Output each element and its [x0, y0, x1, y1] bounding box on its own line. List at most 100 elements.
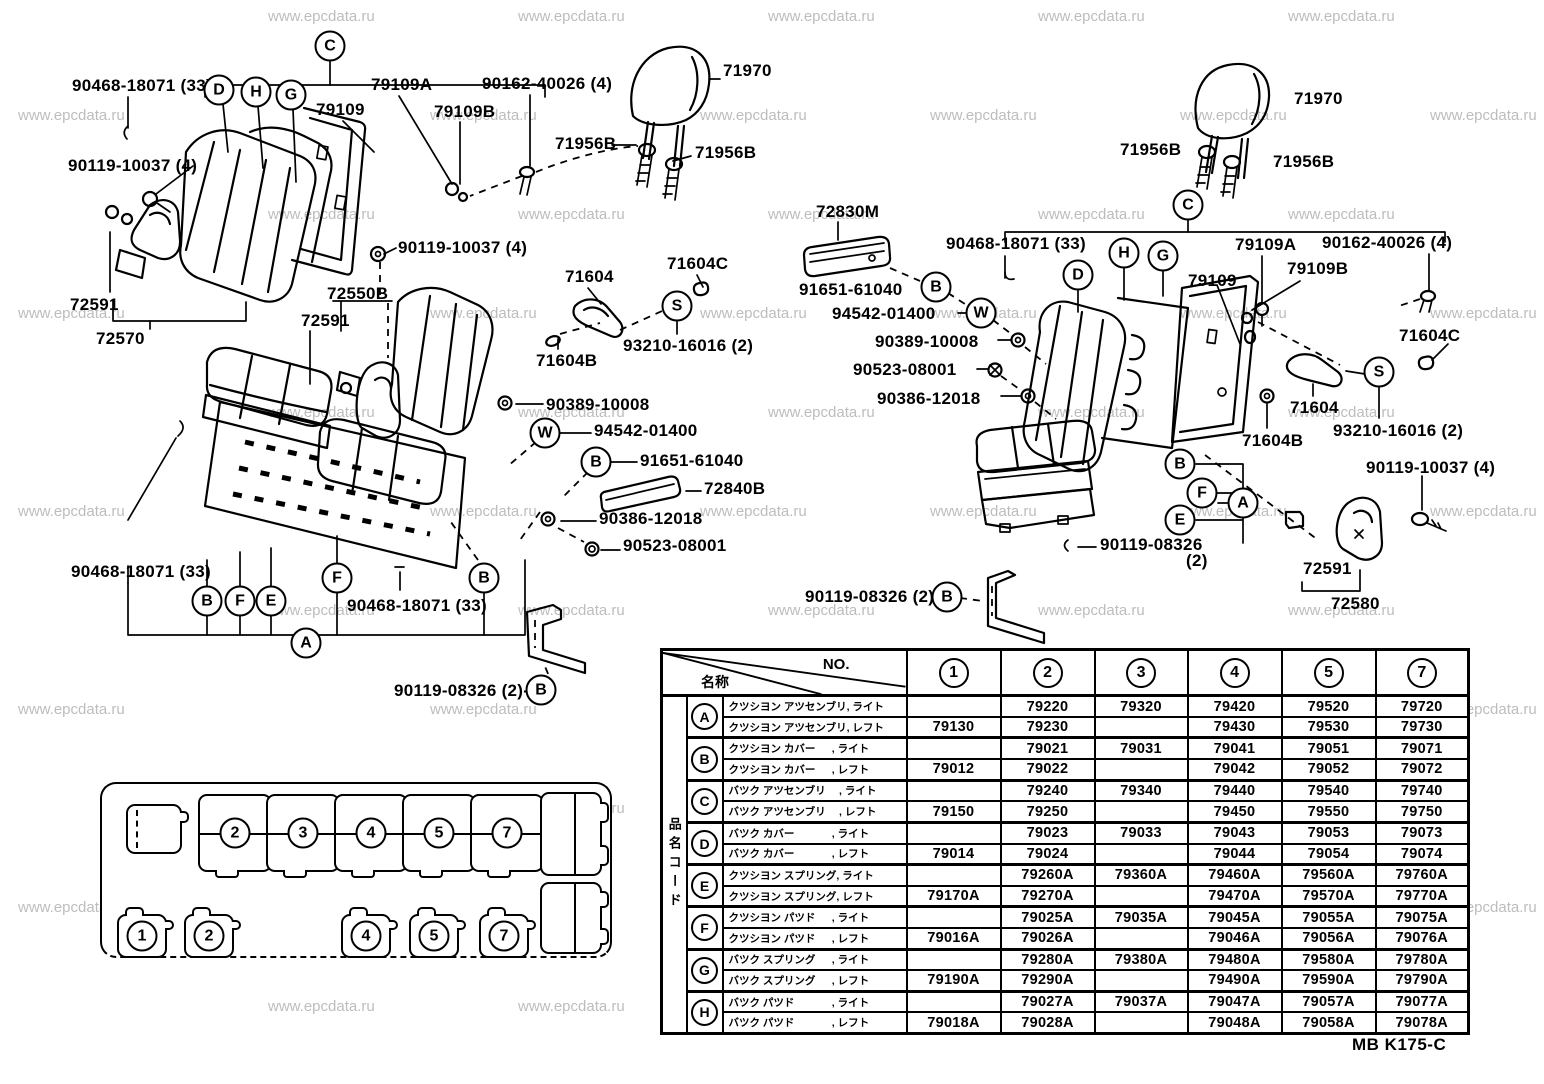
part-number-cell: 79026A	[999, 926, 1096, 951]
watermark-text: www.epcdata.ru	[430, 305, 537, 322]
part-number-cell	[1093, 884, 1189, 908]
seat-part	[283, 870, 308, 878]
part-number-cell: 79770A	[1374, 884, 1470, 908]
callout-b: B	[468, 562, 500, 594]
seat-number-circle: 5	[418, 920, 450, 952]
part-number-cell: 79520	[1280, 694, 1377, 718]
callout-b: B	[931, 581, 963, 613]
seat-part	[527, 920, 536, 931]
seat-part	[180, 810, 189, 823]
seat-part	[136, 809, 139, 849]
part-number-cell: 79190A	[905, 969, 1002, 993]
part-number-cell: 79590A	[1280, 969, 1377, 993]
part-label-72840b: 72840B	[704, 479, 766, 498]
seat-number-circle: 4	[1219, 657, 1250, 688]
part-number-cell: 79730	[1374, 715, 1470, 739]
right-seat-illustration	[802, 62, 1449, 645]
part-number-cell: 79044	[1186, 842, 1283, 866]
watermark-text: www.epcdata.ru	[768, 404, 875, 421]
callout-d: D	[203, 74, 235, 106]
part-number-cell: 79380A	[1093, 947, 1189, 972]
callout-g: G	[275, 79, 307, 111]
part-label-79109: 79109	[1188, 271, 1237, 290]
watermark-text: www.epcdata.ru	[18, 107, 125, 124]
part-number-cell: 79280A	[999, 947, 1096, 972]
callout-b: B	[920, 271, 952, 303]
part-code-side-label: 品名コード	[660, 694, 688, 1035]
part-label-90523-08001: 90523-08001	[623, 536, 727, 555]
row-code-b: B	[685, 736, 724, 782]
part-number-cell: 79250	[999, 800, 1096, 824]
part-label-90162-40026-4: 90162-40026 (4)	[1322, 233, 1453, 252]
seat-part	[600, 802, 609, 823]
callout-b: B	[191, 585, 223, 617]
seat-number-circle: 7	[491, 817, 523, 849]
part-number-cell: 79240	[999, 778, 1096, 803]
watermark-text: www.epcdata.ru	[700, 503, 807, 520]
part-number-cell: 79480A	[1186, 947, 1283, 972]
watermark-text: www.epcdata.ru	[1038, 404, 1145, 421]
part-number-cell: 79031	[1093, 736, 1189, 761]
part-number-cell: 79220	[999, 694, 1096, 718]
watermark-text: www.epcdata.ru	[700, 305, 807, 322]
seat-part	[389, 920, 398, 931]
part-label-72830m: 72830M	[816, 202, 880, 221]
rear-bench-upper	[540, 792, 609, 876]
part-number-cell: 79023	[999, 820, 1096, 845]
watermark-text: www.epcdata.ru	[268, 998, 375, 1015]
part-number-cell: 79560A	[1280, 863, 1377, 887]
part-label-90468-18071-33: 90468-18071 (33)	[946, 234, 1086, 253]
double-seat-7: 7	[470, 794, 551, 878]
part-number-cell: 79073	[1374, 820, 1470, 845]
part-number-cell: 79016A	[905, 926, 1002, 951]
part-number-cell	[905, 947, 1002, 972]
watermark-text: www.epcdata.ru	[18, 701, 125, 718]
part-label-90389-10008: 90389-10008	[546, 395, 650, 414]
seat-number-circle: 5	[1313, 657, 1344, 688]
part-number-cell: 79045A	[1186, 905, 1283, 929]
seat-part	[191, 907, 211, 916]
watermark-text: www.epcdata.ru	[1180, 305, 1287, 322]
part-name-cell: クツシヨン カバー , ライト	[721, 736, 908, 761]
part-name-cell: バツク スプリング , ライト	[721, 947, 908, 972]
watermark-text: www.epcdata.ru	[430, 503, 537, 520]
seat-number-circle: 5	[423, 817, 455, 849]
part-name-cell: バツク カバー , レフト	[721, 842, 908, 866]
watermark-text: www.epcdata.ru	[768, 602, 875, 619]
callout-c: C	[1172, 189, 1204, 221]
callout-a: A	[290, 627, 322, 659]
row-code-g: G	[685, 947, 724, 993]
part-label-93210-16016-2: 93210-16016 (2)	[1333, 421, 1464, 440]
part-number-cell	[905, 694, 1002, 718]
part-number-cell: 79790A	[1374, 969, 1470, 993]
seat-part	[416, 907, 436, 916]
watermark-text: www.epcdata.ru	[930, 107, 1037, 124]
callout-f: F	[1186, 477, 1218, 509]
part-label-90468-18071-33: 90468-18071 (33)	[72, 76, 212, 95]
part-number-cell	[905, 820, 1002, 845]
part-number-cell: 79430	[1186, 715, 1283, 739]
single-seat-2: 2	[184, 907, 241, 958]
watermark-text: www.epcdata.ru	[518, 206, 625, 223]
single-seat-4: 4	[341, 907, 398, 958]
part-number-cell	[905, 778, 1002, 803]
part-name-cell: クツシヨン スプリング, ライト	[721, 863, 908, 887]
table-corner-cell: NO.名称	[660, 648, 908, 697]
row-letter-circle: G	[691, 956, 718, 984]
part-number-cell: 79170A	[905, 884, 1002, 908]
column-header-seat-5: 5	[1280, 648, 1377, 697]
part-number-cell: 79051	[1280, 736, 1377, 761]
callout-w: W	[965, 297, 997, 329]
callout-e: E	[255, 585, 287, 617]
seat-number-circle: 4	[355, 817, 387, 849]
watermark-text: www.epcdata.ru	[268, 8, 375, 25]
part-label-72550b: 72550B	[327, 284, 389, 303]
callout-h: H	[1108, 237, 1140, 269]
seat-number-circle: 4	[350, 920, 382, 952]
part-label-90119-10037-4: 90119-10037 (4)	[1366, 458, 1496, 477]
